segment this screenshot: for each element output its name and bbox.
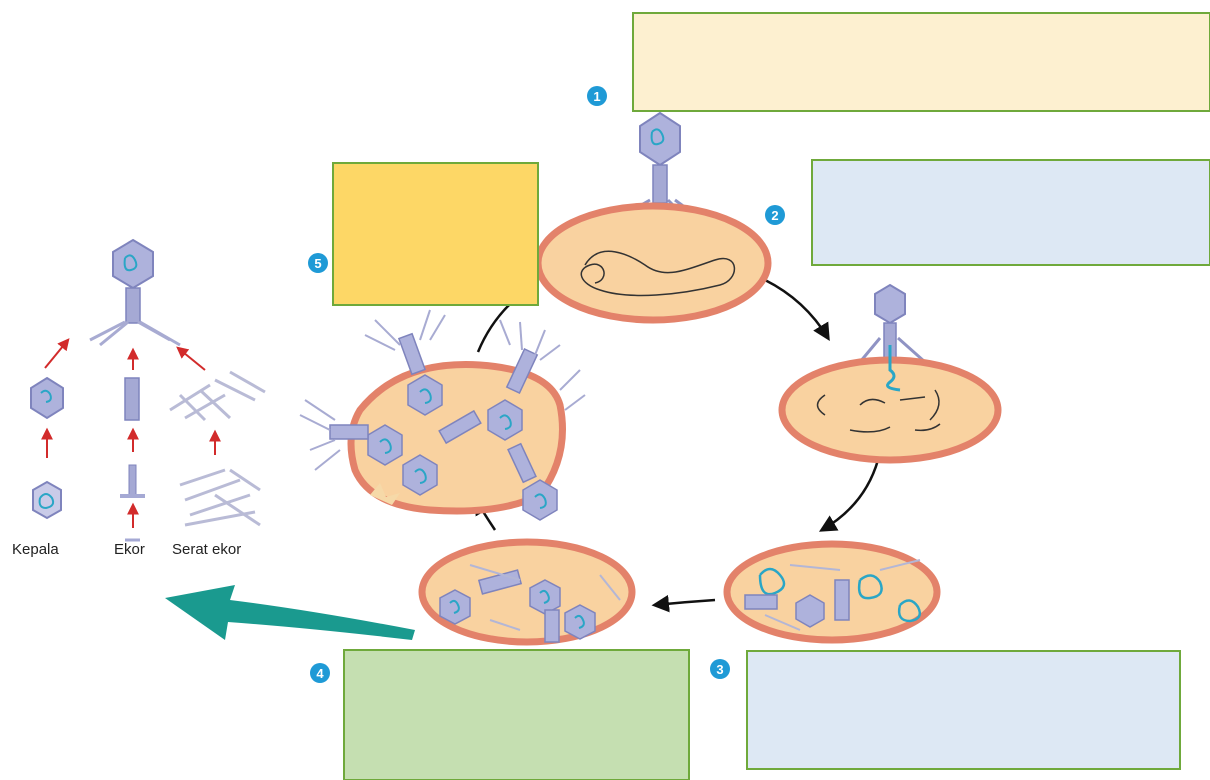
label-box-step4: [344, 650, 689, 780]
label-box-step1: [633, 13, 1210, 111]
host-cell-lysis: [300, 310, 585, 520]
assembled-phage: [90, 240, 180, 345]
host-cell-injection: [782, 285, 998, 460]
phage-parts: [31, 240, 265, 540]
host-cell-attachment: [538, 113, 768, 320]
label-box-step5: [333, 163, 538, 305]
step-badge-5: 5: [308, 253, 328, 273]
host-cell-replication: [727, 544, 937, 640]
step-badge-1: 1: [587, 86, 607, 106]
part-label-head: Kepala: [12, 541, 59, 558]
teal-arrow: [165, 585, 415, 640]
step-badge-4: 4: [310, 663, 330, 683]
step-badge-2: 2: [765, 205, 785, 225]
label-box-step2: [812, 160, 1210, 265]
host-cell-assembly: [422, 542, 632, 642]
part-label-tail-fibers: Serat ekor: [172, 541, 241, 558]
label-box-step3: [747, 651, 1180, 769]
step-badge-3: 3: [710, 659, 730, 679]
part-label-tail: Ekor: [114, 541, 145, 558]
